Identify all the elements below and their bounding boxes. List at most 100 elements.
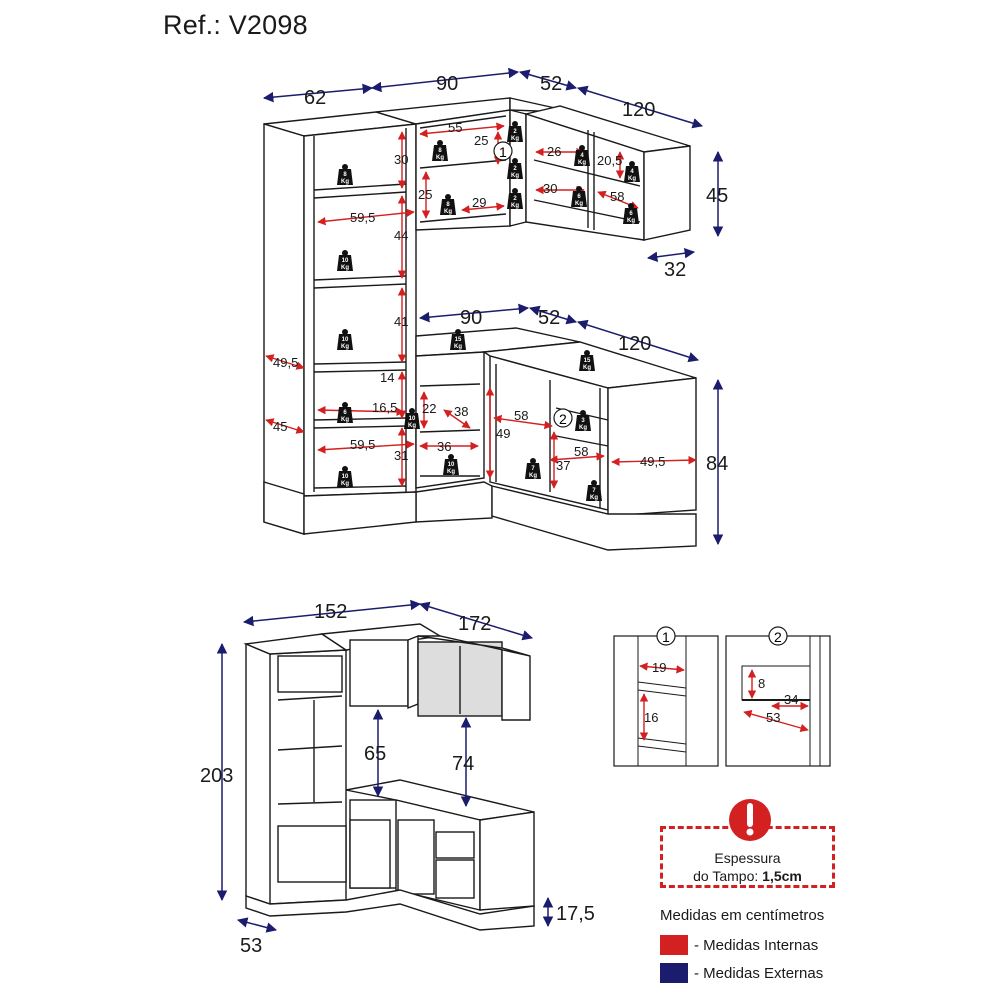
weight-knob — [437, 140, 443, 146]
dim-i-22: 22 — [422, 401, 436, 416]
dim-152: 152 — [314, 601, 347, 623]
weight-badge: 3Kg — [575, 410, 591, 431]
weight-icon — [525, 463, 541, 479]
weight-icon — [623, 208, 639, 224]
weight-knob — [629, 161, 635, 167]
warning-icon — [729, 799, 771, 841]
weight-unit: Kg — [628, 176, 636, 182]
dim-d1-19: 19 — [652, 660, 666, 675]
top-view-external-dimensions — [262, 67, 724, 546]
dim-120-top: 120 — [622, 99, 655, 121]
weight-badge: 7Kg — [586, 480, 602, 501]
weight-value: 2 — [513, 129, 517, 135]
svg-text:1: 1 — [499, 144, 507, 160]
note-line-2-value: 1,5cm — [762, 868, 802, 884]
dim-i-49: 49 — [496, 426, 510, 441]
dim-d2-53: 53 — [766, 710, 780, 725]
dim-90-mid: 90 — [460, 307, 482, 329]
weight-unit: Kg — [436, 155, 444, 161]
dim-i-58-c: 58 — [574, 444, 588, 459]
weight-unit: Kg — [341, 179, 349, 185]
weight-badge: 8Kg — [337, 164, 353, 185]
dim-i-30-b: 30 — [543, 181, 557, 196]
dim-i-25-b: 25 — [418, 187, 432, 202]
weight-unit: Kg — [447, 469, 455, 475]
weight-knob — [512, 158, 518, 164]
weight-icon — [337, 471, 353, 487]
weight-badge: 6Kg — [623, 203, 639, 224]
reference-title: Ref.: V2098 — [163, 10, 308, 40]
dim-i-36: 36 — [437, 439, 451, 454]
weight-unit: Kg — [341, 344, 349, 350]
dim-d2-8: 8 — [758, 676, 765, 691]
dim-45: 45 — [706, 185, 728, 207]
dim-84: 84 — [706, 453, 728, 475]
detail-1-marker: 1 — [662, 629, 670, 645]
dim-52-top: 52 — [540, 73, 562, 95]
weight-unit: Kg — [590, 495, 598, 501]
weight-knob — [576, 186, 582, 192]
weight-badge: 2Kg — [507, 158, 523, 179]
weight-icon — [337, 334, 353, 350]
weight-icon — [624, 166, 640, 182]
weight-value: 2 — [513, 166, 517, 172]
dim-90-top: 90 — [436, 73, 458, 95]
weight-value: 10 — [342, 474, 349, 480]
weight-knob — [342, 402, 348, 408]
weight-icon — [337, 255, 353, 271]
weight-unit: Kg — [341, 265, 349, 271]
weight-value: 4 — [630, 169, 634, 175]
weight-value: 15 — [455, 337, 462, 343]
dim-74: 74 — [452, 753, 474, 775]
internal-swatch — [660, 935, 688, 955]
weight-value: 8 — [438, 148, 442, 154]
top-view-external-labels: 62 90 52 120 45 32 90 52 120 84 — [304, 73, 728, 475]
dim-52-mid: 52 — [538, 307, 560, 329]
weight-value: 2 — [513, 196, 517, 202]
top-view-internal-dimensions — [265, 122, 697, 489]
weight-knob — [455, 329, 461, 335]
weight-value: 10 — [448, 462, 455, 468]
dim-172: 172 — [458, 613, 491, 635]
weight-knob — [342, 329, 348, 335]
weight-value: 10 — [409, 416, 416, 422]
weight-icon — [579, 355, 595, 371]
weight-unit: Kg — [408, 423, 416, 429]
front-view-external-dimensions — [216, 599, 554, 933]
external-swatch — [660, 963, 688, 983]
dim-i-59-a: 59,5 — [350, 210, 375, 225]
weight-badge: 6Kg — [571, 186, 587, 207]
weight-value: 3 — [581, 418, 585, 424]
weight-badge: 2Kg — [507, 121, 523, 142]
weight-knob — [530, 458, 536, 464]
dim-i-25-a: 25 — [474, 133, 488, 148]
weight-icon — [440, 199, 456, 215]
dim-i-58-b: 58 — [514, 408, 528, 423]
weight-unit: Kg — [575, 201, 583, 207]
dim-120-mid: 120 — [618, 333, 651, 355]
note-line-2: do Tampo: 1,5cm — [663, 867, 832, 885]
weight-badge: 7Kg — [525, 458, 541, 479]
dim-i-49-b: 49,5 — [640, 454, 665, 469]
detail-marker-2: 2 — [553, 408, 573, 428]
legend-internal: - Medidas Internas — [660, 935, 818, 955]
dim-62: 62 — [304, 87, 326, 109]
dim-i-29: 29 — [472, 195, 486, 210]
dim-i-45: 45 — [273, 419, 287, 434]
legend-internal-label: - Medidas Internas — [694, 936, 819, 954]
weight-knob — [584, 350, 590, 356]
weight-knob — [628, 203, 634, 209]
weight-badge: 4Kg — [624, 161, 640, 182]
dim-i-26: 26 — [547, 144, 561, 159]
dim-i-20: 20,5 — [597, 153, 622, 168]
dim-203: 203 — [200, 765, 233, 787]
weight-badge: 6Kg — [337, 402, 353, 423]
weight-unit: Kg — [341, 417, 349, 423]
note-line-1: Espessura — [714, 850, 781, 866]
weight-unit: Kg — [511, 203, 519, 209]
weight-value: 8 — [446, 202, 450, 208]
